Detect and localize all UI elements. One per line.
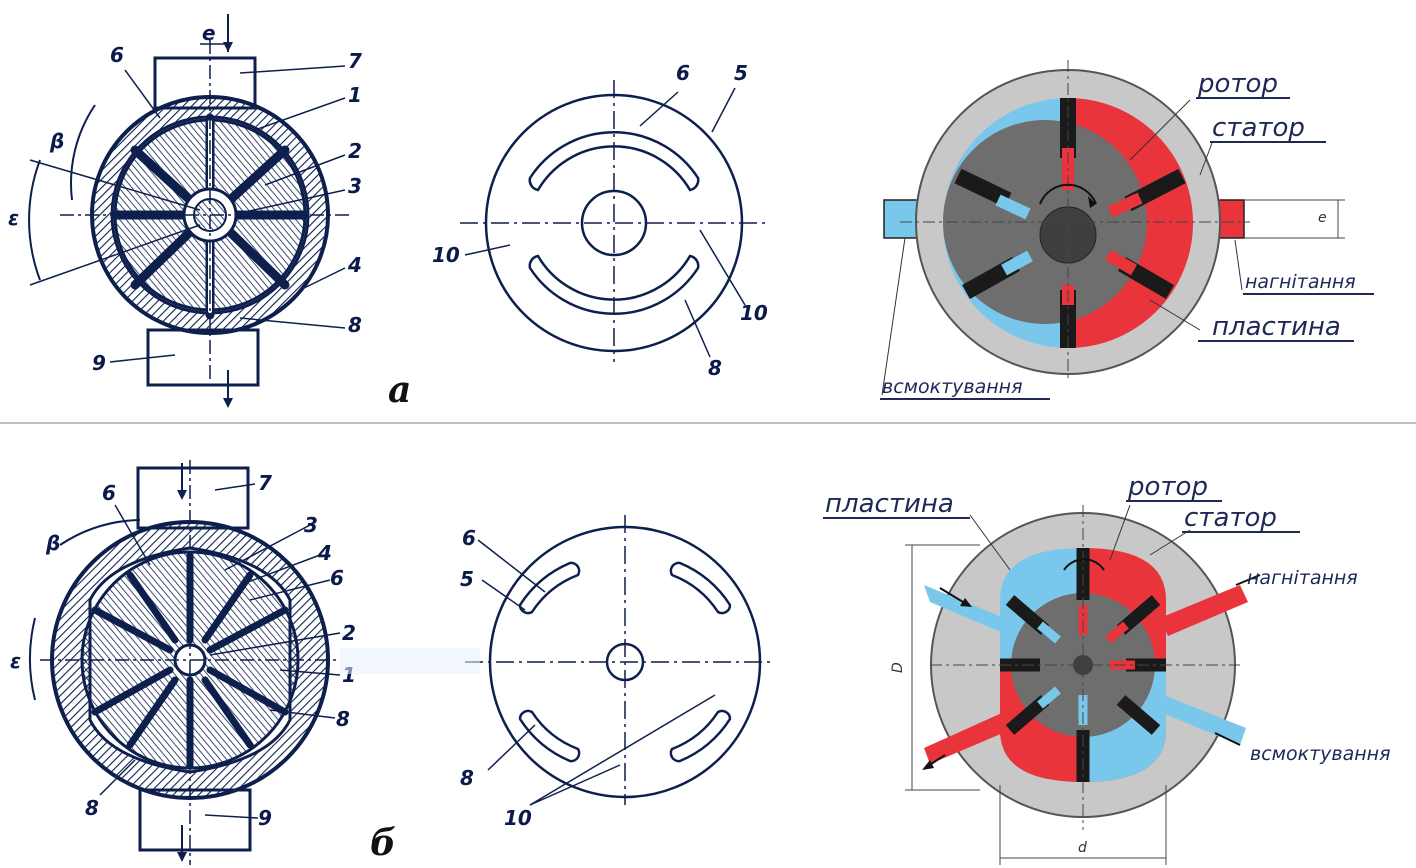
a-eccentricity-label: e — [1318, 210, 1327, 226]
b-label-8-right: 8 — [336, 707, 350, 731]
disk-a-label-10-right: 10 — [740, 301, 768, 325]
b-outer-diameter-label: D — [890, 662, 906, 673]
b-label-beta: β — [45, 531, 60, 555]
b-vane-label: пластина — [825, 489, 954, 519]
b-label-2: 2 — [342, 621, 356, 645]
highlight-band — [340, 648, 480, 674]
a-label-epsilon: ε — [8, 206, 19, 230]
distributor-disk-a — [460, 80, 770, 362]
b-stator-label: статор — [1184, 503, 1277, 533]
disk-b-label-6: 6 — [462, 526, 476, 550]
disk-b-label-5: 5 — [460, 567, 474, 591]
b-rotor-label: ротор — [1127, 472, 1208, 502]
a-label-3: 3 — [348, 174, 362, 198]
a-label-7: 7 — [348, 49, 362, 73]
b-inner-diameter-label: d — [1078, 840, 1087, 856]
a-label-e: e — [202, 21, 216, 45]
a-rotor-label: ротор — [1197, 69, 1278, 99]
b-label-6-right: 6 — [330, 566, 344, 590]
b-label-8-left: 8 — [85, 796, 99, 820]
a-stator-label: статор — [1212, 113, 1305, 143]
a-label-1: 1 — [348, 83, 362, 107]
pump-b-color-diagram — [905, 504, 1261, 865]
a-discharge-label: нагнітання — [1245, 271, 1356, 293]
b-label-3: 3 — [304, 513, 318, 537]
a-vane-label: пластина — [1212, 312, 1341, 342]
disk-b-label-8: 8 — [460, 766, 474, 790]
b-label-4: 4 — [317, 541, 332, 565]
panel-b-caption: б — [370, 822, 396, 864]
pump-a-color-diagram — [881, 60, 1345, 396]
disk-a-label-8: 8 — [708, 356, 722, 380]
b-label-epsilon: ε — [10, 649, 21, 673]
distributor-disk-b — [465, 515, 775, 806]
a-label-6: 6 — [110, 43, 124, 67]
a-label-8: 8 — [348, 313, 362, 337]
pump-b-section-drawing — [28, 460, 341, 865]
b-label-6-top: 6 — [102, 481, 116, 505]
a-label-9: 9 — [92, 351, 106, 375]
disk-b-label-10: 10 — [504, 806, 532, 830]
a-suction-label: всмоктування — [882, 376, 1023, 398]
panel-a-caption: а — [388, 369, 411, 411]
a-label-4: 4 — [347, 253, 362, 277]
a-label-2: 2 — [348, 139, 362, 163]
b-label-9: 9 — [258, 806, 272, 830]
b-label-7: 7 — [258, 471, 272, 495]
pump-a-section-drawing — [28, 14, 350, 408]
b-discharge-label: нагнітання — [1247, 567, 1358, 589]
disk-a-label-5: 5 — [734, 61, 748, 85]
a-label-beta: β — [49, 129, 64, 153]
b-suction-label: всмоктування — [1250, 743, 1391, 765]
disk-a-label-10-left: 10 — [432, 243, 460, 267]
disk-a-label-6: 6 — [676, 61, 690, 85]
